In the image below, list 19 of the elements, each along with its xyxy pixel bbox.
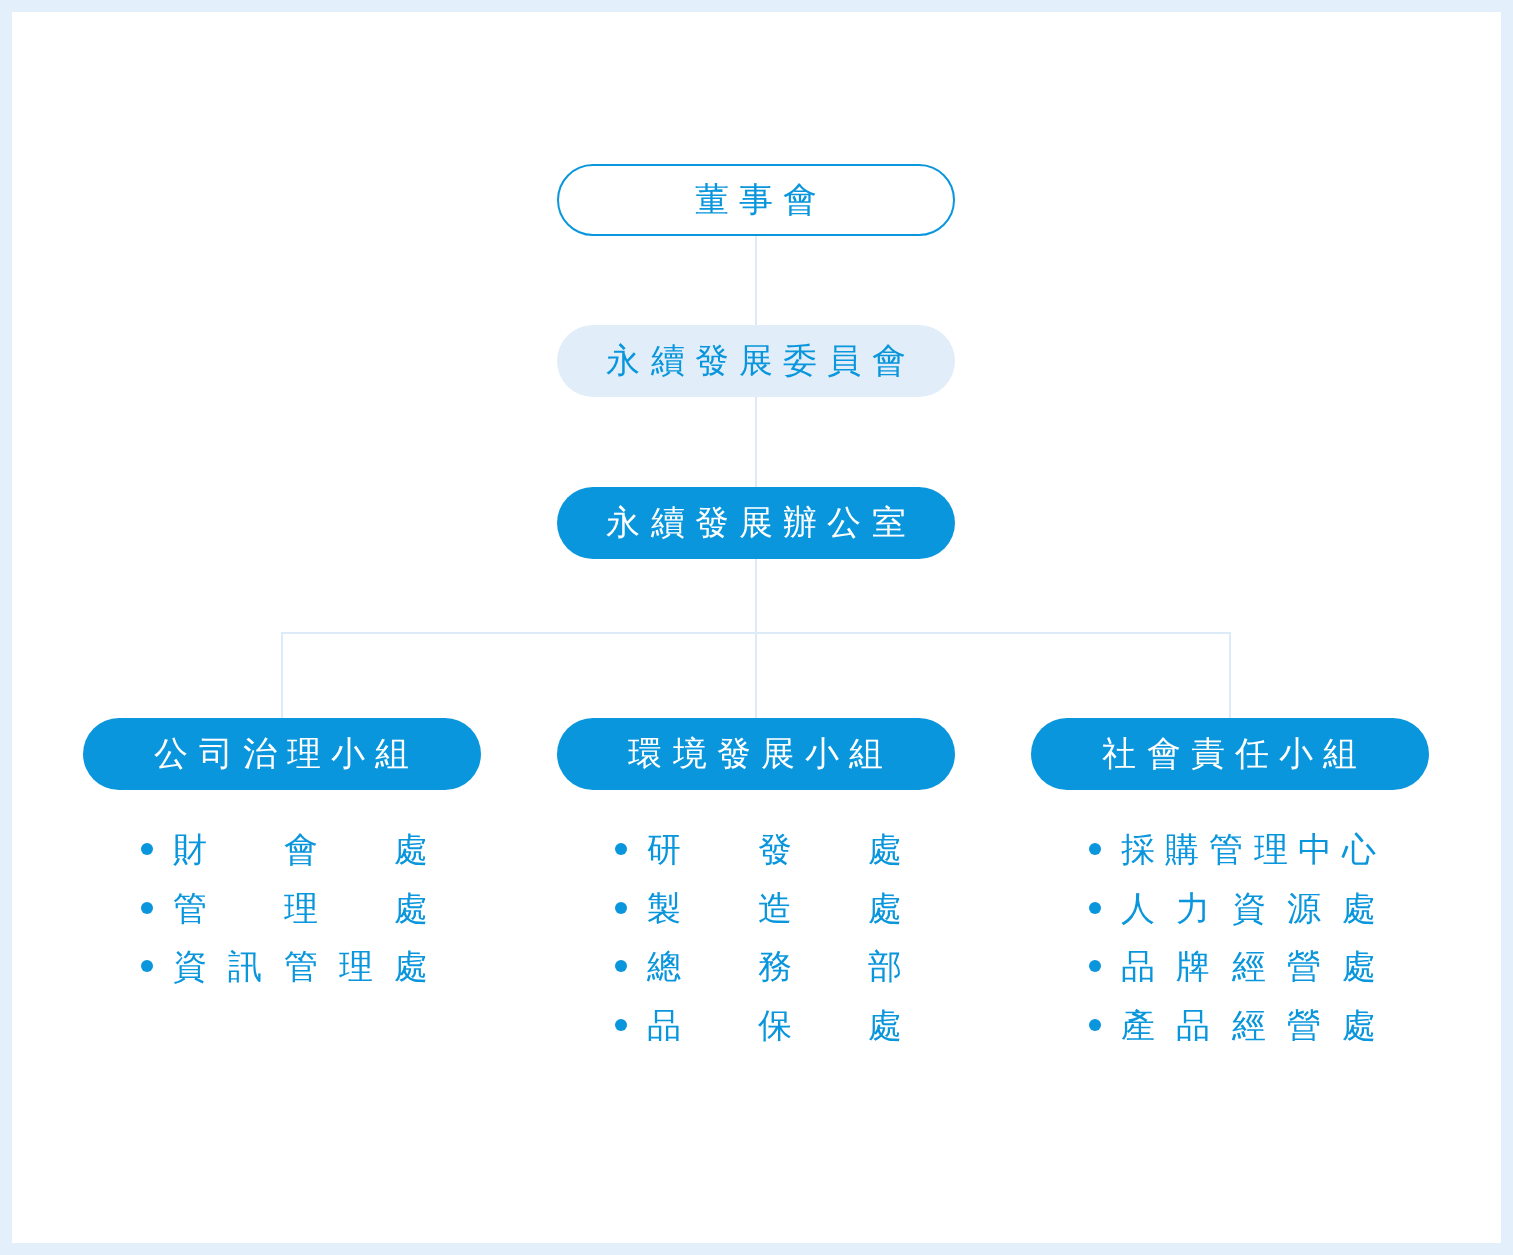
department-name: 研發處: [647, 828, 902, 871]
board-box: 董事會: [557, 164, 955, 236]
connector-line: [755, 235, 757, 326]
group-box: 環境發展小組: [557, 718, 955, 790]
department-name: 品牌經營處: [1121, 945, 1376, 988]
department-name: 人力資源處: [1121, 886, 1376, 930]
department-name: 資訊管理處: [173, 945, 428, 988]
department-name: 採購管理中心: [1121, 828, 1376, 871]
committee-box: 永續發展委員會: [557, 325, 955, 397]
department-name: 總務部: [647, 945, 902, 988]
group-box: 公司治理小組: [83, 718, 481, 790]
connector-line: [755, 396, 757, 488]
group-box: 社會責任小組: [1031, 718, 1429, 790]
department-name: 財會處: [173, 828, 428, 871]
department-name: 品保處: [647, 1003, 902, 1047]
office-box: 永續發展辦公室: [557, 487, 955, 559]
department-name: 管理處: [173, 886, 428, 930]
department-name: 產品經營處: [1121, 1003, 1376, 1047]
department-name: 製造處: [647, 886, 902, 930]
